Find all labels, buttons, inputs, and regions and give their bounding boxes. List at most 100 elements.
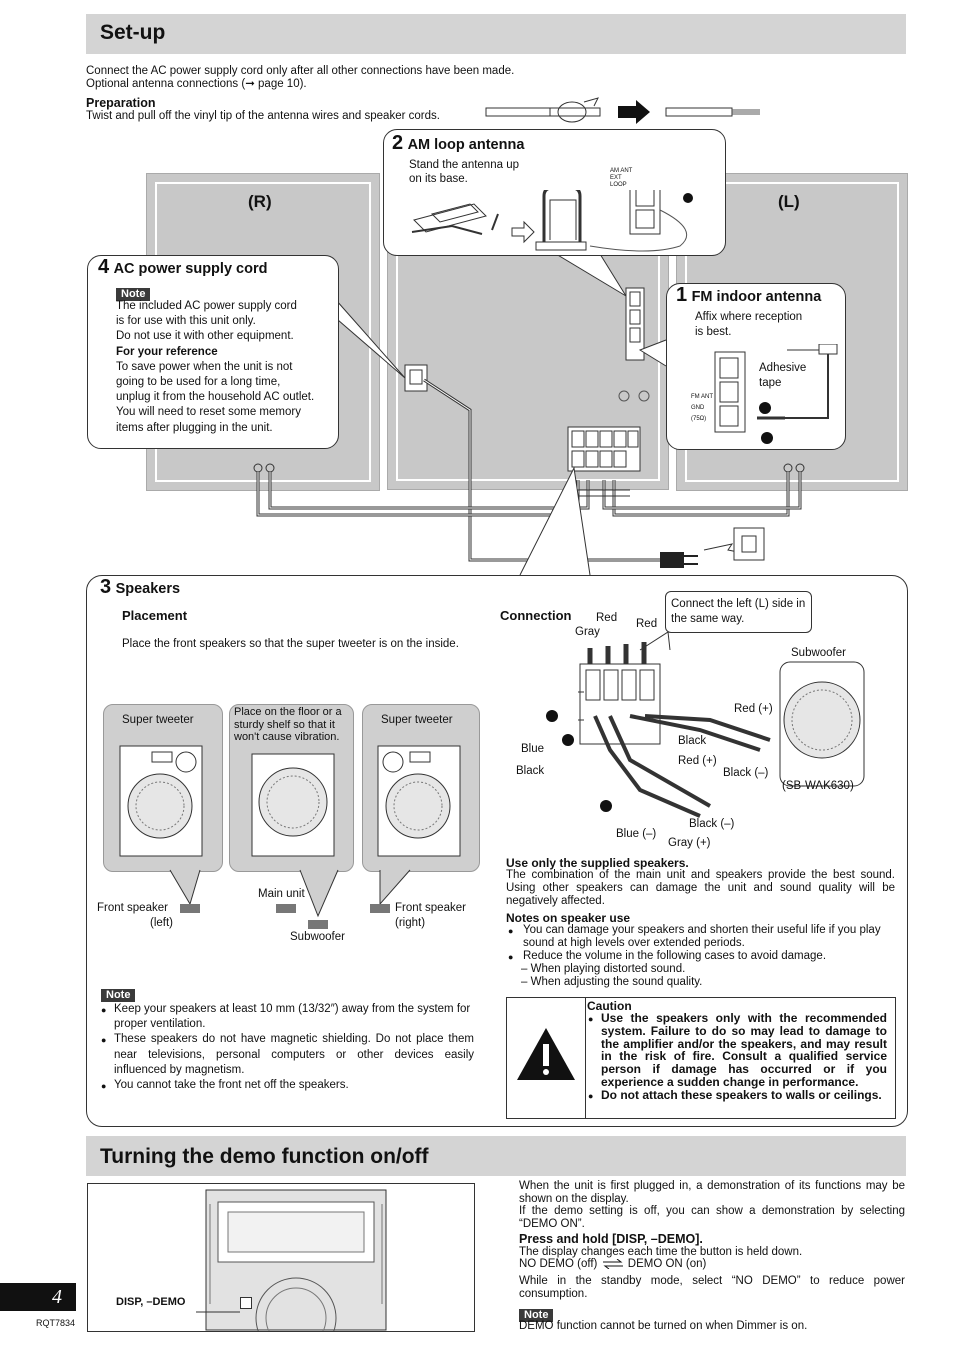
prep-text: Twist and pull off the vinyl tip of the … (86, 110, 440, 122)
am-antenna-illustration (411, 190, 693, 252)
subwoofer-label: Subwoofer (290, 931, 345, 943)
fm-step-number: 1 (676, 284, 688, 306)
fm-term-1: FM ANT (691, 394, 713, 400)
demo-p1: When the unit is first plugged in, a dem… (519, 1180, 905, 1205)
notes-use-1: You can damage your speakers and shorten… (508, 924, 893, 950)
fm-text-1: Affix where reception (695, 311, 803, 323)
toggle-arrows-icon (602, 1258, 623, 1270)
right-label: (R) (248, 192, 272, 211)
fm-antenna-callout: 1 FM indoor antenna Affix where receptio… (666, 283, 846, 450)
fm-antenna-illustration (714, 344, 838, 444)
connection-callout: Connect the left (L) side in the same wa… (665, 591, 812, 633)
ac-line-3: Do not use it with other equipment. (116, 330, 294, 343)
caution-1: Use the speakers only with the recommend… (588, 1012, 887, 1089)
placement-heading: Placement (122, 608, 188, 623)
use-only-text: The combination of the main unit and spe… (506, 869, 895, 907)
am-step-number: 2 (392, 132, 404, 154)
speakers-notes: Keep your speakers at least 10 mm (13/32… (100, 1002, 474, 1094)
ac-ref-heading: For your reference (116, 345, 218, 358)
demo-title: Turning the demo function on/off (100, 1145, 429, 1168)
demo-note-text: DEMO function cannot be turned on when D… (519, 1320, 808, 1332)
page-number-tab: 4 (0, 1283, 76, 1311)
fm-tape-2: tape (759, 377, 782, 389)
speakers-note-3: You cannot take the front net off the sp… (101, 1078, 474, 1094)
am-heading: AM loop antenna (407, 137, 525, 153)
speakers-note-1: Keep your speakers at least 10 mm (13/32… (101, 1002, 474, 1032)
notes-use-heading: Notes on speaker use (506, 911, 631, 925)
ac-heading: AC power supply cord (113, 261, 268, 277)
conn-blue-minus: Blue (–) (616, 828, 657, 840)
connection-heading: Connection (500, 608, 572, 623)
connection-callout-text: Connect the left (L) side in the same wa… (671, 598, 806, 625)
notes-use-dash-1: – When playing distorted sound. (521, 963, 686, 975)
conn-blue: Blue (521, 743, 545, 755)
super-tweeter-left-label: Super tweeter (122, 714, 194, 726)
fm-term-3: (75Ω) (691, 416, 707, 422)
caution-heading: Caution (587, 999, 632, 1013)
conn-black-minus-1: Black (–) (723, 767, 769, 779)
ac-line-5: going to be used for a long time, (116, 376, 281, 389)
prep-heading: Preparation (86, 96, 156, 110)
am-text-2: on its base. (409, 173, 468, 185)
conn-gray: Gray (575, 626, 600, 638)
left-label: (L) (778, 192, 800, 211)
conn-gray-plus: Gray (+) (668, 837, 711, 849)
demo-p2: If the demo setting is off, you can show… (519, 1205, 905, 1230)
notes-use-list: You can damage your speakers and shorten… (507, 924, 893, 989)
disp-demo-label: DISP, –DEMO (116, 1296, 186, 1308)
conn-red-1: Red (596, 612, 618, 624)
wire-prep-illustration (485, 97, 760, 124)
fm-text-2: is best. (695, 326, 732, 338)
setup-title: Set-up (100, 21, 166, 44)
demo-illustration-frame: DISP, –DEMO (87, 1183, 475, 1332)
conn-red-2: Red (636, 618, 658, 630)
use-only-heading: Use only the supplied speakers. (506, 856, 689, 870)
page-number: 4 (52, 1286, 62, 1308)
ac-line-4: To save power when the unit is not (116, 360, 293, 373)
speakers-note-2: These speakers do not have magnetic shie… (101, 1032, 474, 1078)
ac-step-number: 4 (98, 256, 110, 278)
disp-demo-button[interactable] (240, 1297, 252, 1309)
conn-subwoofer: Subwoofer (791, 647, 846, 659)
conn-black-minus-2: Black (–) (689, 818, 735, 830)
ac-line-8: items after plugging in the unit. (116, 421, 273, 434)
super-tweeter-right-label: Super tweeter (381, 714, 453, 726)
front-speaker-left-label-1: Front speaker (97, 902, 168, 914)
conn-model: (SB-WAK630) (782, 780, 854, 792)
am-term-3: LOOP (610, 182, 627, 188)
conn-black-2: Black (516, 765, 545, 777)
am-term-2: EXT (610, 175, 622, 181)
ac-line-1: The included AC power supply cord (116, 300, 297, 312)
am-antenna-callout: 2 AM loop antenna Stand the antenna up o… (383, 129, 726, 256)
ac-line-6: unplug it from the household AC outlet. (116, 391, 315, 404)
nodemo-label: NO DEMO (off) (519, 1258, 598, 1270)
fm-tape-1: Adhesive (759, 362, 807, 374)
front-speaker-left-label-2: (left) (150, 917, 173, 929)
speaker-placement-illustration (119, 745, 461, 929)
front-speaker-right-label-2: (right) (395, 917, 426, 929)
notes-use-dash-2: – When adjusting the sound quality. (521, 976, 703, 988)
ac-note-tag: Note (116, 288, 151, 301)
connection-illustration (546, 631, 865, 818)
setup-banner: Set-up (86, 14, 906, 54)
notes-use-2: Reduce the volume in the following cases… (508, 950, 893, 964)
demo-banner: Turning the demo function on/off (86, 1136, 906, 1176)
placement-text: Place the front speakers so that the sup… (122, 638, 459, 650)
press-heading: Press and hold [DISP, –DEMO]. (519, 1232, 703, 1246)
speakers-note-tag: Note (101, 989, 136, 1002)
caution-box: Caution Use the speakers only with the r… (506, 997, 896, 1119)
fm-term-2: GND (691, 405, 705, 411)
caution-list: Use the speakers only with the recommend… (587, 1012, 887, 1103)
warning-icon (517, 1028, 575, 1080)
ac-line-7: You will need to reset some memory (116, 406, 301, 419)
subwoofer-placement-label: Place on the floor or a sturdy shelf so … (234, 706, 342, 743)
document-code: RQT7834 (36, 1318, 76, 1328)
stereo-front-illustration (196, 1189, 387, 1331)
front-speaker-right-label-1: Front speaker (395, 902, 466, 914)
fm-heading: FM indoor antenna (691, 289, 822, 305)
demo-note-tag: Note (519, 1309, 554, 1322)
caution-2: Do not attach these speakers to walls or… (588, 1088, 887, 1102)
setup-intro-1: Connect the AC power supply cord only af… (86, 65, 515, 77)
speakers-step-number: 3 (100, 576, 112, 598)
am-text-1: Stand the antenna up (409, 159, 519, 171)
